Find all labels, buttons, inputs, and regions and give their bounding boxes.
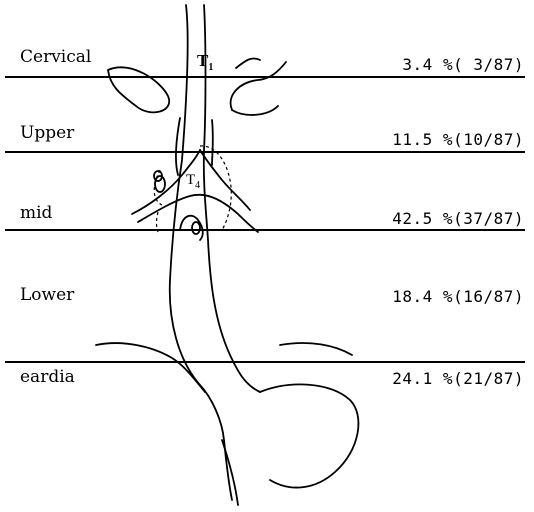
region-value-upper: 11.5 %(10/87): [392, 130, 524, 149]
region-label-cardia: eardia: [20, 367, 75, 387]
lymph-node-carina: [192, 222, 200, 234]
region-label-upper: Upper: [20, 123, 75, 143]
level-label-t1: T1: [197, 51, 213, 73]
region-value-mid: 42.5 %(37/87): [392, 209, 524, 228]
region-label-mid: mid: [20, 203, 53, 223]
region-value-cervical: 3.4 %( 3/87): [402, 55, 524, 74]
stomach-outline: [260, 384, 358, 487]
region-label-lower: Lower: [20, 285, 75, 305]
region-value-lower: 18.4 %(16/87): [392, 287, 524, 306]
esophagus-drawing: [96, 5, 358, 505]
lymph-node-left: [155, 176, 165, 192]
level-label-t4: T4: [186, 172, 200, 191]
region-label-cervical: Cervical: [20, 47, 91, 67]
region-value-cardia: 24.1 %(21/87): [392, 369, 524, 388]
